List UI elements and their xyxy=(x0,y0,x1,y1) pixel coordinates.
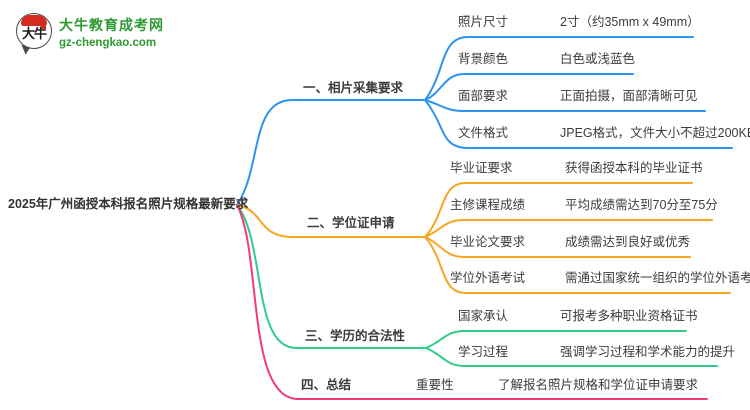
branch2-child4-label: 学位外语考试 xyxy=(450,271,526,285)
logo-red-arc xyxy=(21,15,47,26)
branch1-child1-value: 2寸（约35mm x 49mm） xyxy=(560,15,700,29)
branch1-child4-label: 文件格式 xyxy=(458,126,509,140)
branch4-curves xyxy=(236,204,708,400)
branch3-curves xyxy=(236,204,718,367)
branch3-label: 三、学历的合法性 xyxy=(305,329,406,343)
branch3-child2-value: 强调学习过程和学术能力的提升 xyxy=(560,345,736,359)
branch2-child4-value: 需通过国家统一组织的学位外语考试 xyxy=(565,271,750,285)
branch1-child3-label: 面部要求 xyxy=(458,89,509,103)
branch3-child1-label: 国家承认 xyxy=(458,309,509,323)
branch1-child1-label: 照片尺寸 xyxy=(458,15,509,29)
logo-bull-icon: 大牛 xyxy=(16,13,52,49)
branch3-child1-value: 可报考多种职业资格证书 xyxy=(560,309,698,323)
branch3-child2-label: 学习过程 xyxy=(458,345,509,359)
branch2-label: 二、学位证申请 xyxy=(307,216,395,230)
branch2-child2-value: 平均成绩需达到70分至75分 xyxy=(565,198,718,212)
branch1-child4-value: JPEG格式，文件大小不超过200KB xyxy=(560,126,750,140)
site-name: 大牛教育成考网 xyxy=(59,17,164,33)
branch4-label: 四、总结 xyxy=(301,378,352,392)
branch2-child2-label: 主修课程成绩 xyxy=(450,198,526,212)
central-topic: 2025年广州函授本科报名照片规格最新要求 xyxy=(8,197,249,211)
branch1-child2-label: 背景颜色 xyxy=(458,52,509,66)
site-domain: gz-chengkao.com xyxy=(59,37,157,49)
branch1-label: 一、相片采集要求 xyxy=(303,81,404,95)
branch2-child3-label: 毕业论文要求 xyxy=(450,235,526,249)
logo-icon-text: 大牛 xyxy=(21,26,47,41)
branch2-child1-label: 毕业证要求 xyxy=(450,161,513,175)
logo-seal-icon xyxy=(41,24,46,29)
branch4-child1-label: 重要性 xyxy=(416,378,454,392)
site-logo: 大牛 大牛教育成考网 gz-chengkao.com xyxy=(16,13,164,56)
branch2-curves xyxy=(236,182,731,294)
branch1-child3-value: 正面拍摄，面部清晰可见 xyxy=(560,89,698,103)
branch2-child3-value: 成绩需达到良好或优秀 xyxy=(565,235,691,249)
logo-text-block: 大牛教育成考网 gz-chengkao.com xyxy=(59,13,164,49)
branch2-child1-value: 获得函授本科的毕业证书 xyxy=(565,161,703,175)
branch1-child2-value: 白色或浅蓝色 xyxy=(560,52,636,66)
branch1-curves xyxy=(236,36,733,206)
branch4-child1-value: 了解报名照片规格和学位证申请要求 xyxy=(498,378,699,392)
